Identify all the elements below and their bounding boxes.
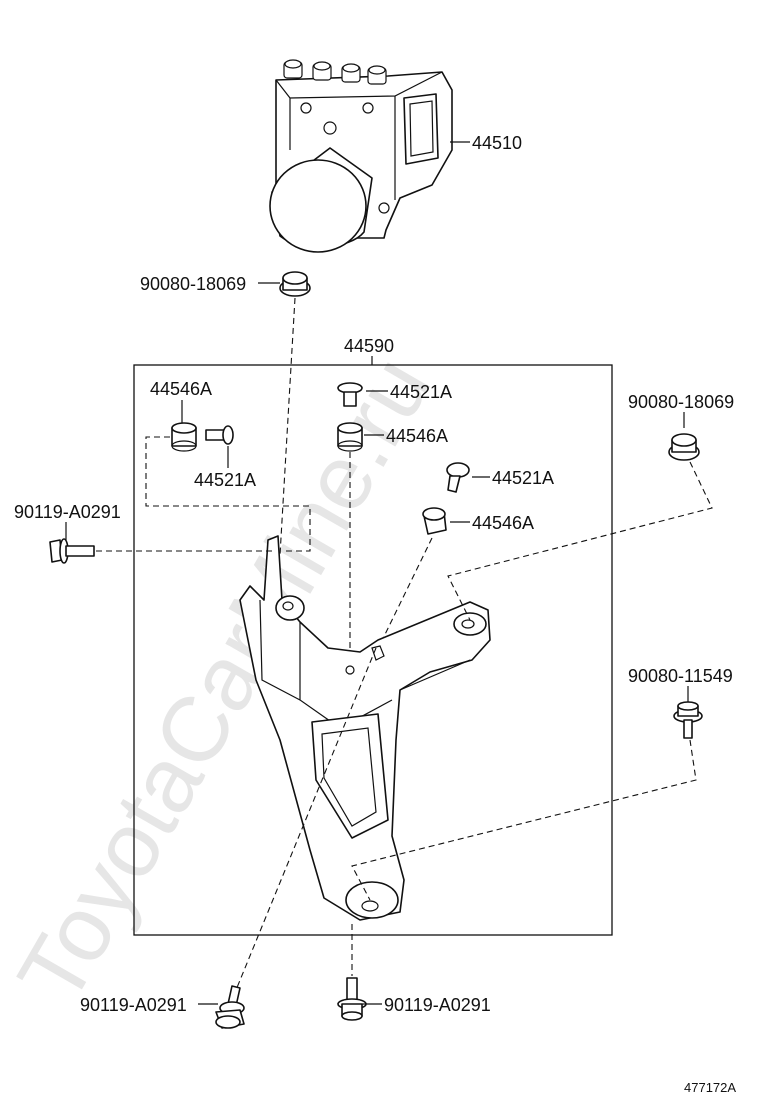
diagram-reference-number: 477172A xyxy=(684,1080,736,1095)
part-label-collar-c: 44521A xyxy=(492,468,554,488)
part-label-collar-b: 44521A xyxy=(390,382,452,402)
flange-nut-icon[interactable] xyxy=(668,433,700,461)
bracket-icon[interactable] xyxy=(239,535,491,921)
rubber-cushion-icon[interactable] xyxy=(171,422,197,452)
part-label-cushion-a: 44546A xyxy=(150,379,212,399)
flange-bolt-icon[interactable] xyxy=(673,701,703,739)
flange-bolt-icon[interactable] xyxy=(215,985,245,1029)
flange-bolt-icon[interactable] xyxy=(337,977,367,1021)
part-label-bolt-left: 90119-A0291 xyxy=(14,502,121,522)
collar-icon[interactable] xyxy=(446,462,470,493)
part-label-bolt-bottom-left: 90119-A0291 xyxy=(80,995,187,1015)
part-label-nut-top: 90080-18069 xyxy=(140,274,246,294)
bracket-group-box xyxy=(133,364,613,936)
part-label-44590: 44590 xyxy=(344,336,394,356)
flange-nut-icon[interactable] xyxy=(279,271,311,297)
collar-icon[interactable] xyxy=(205,425,234,445)
part-label-44510: 44510 xyxy=(472,133,522,153)
rubber-cushion-icon[interactable] xyxy=(422,507,447,535)
part-label-cushion-c: 44546A xyxy=(472,513,534,533)
part-label-collar-a: 44521A xyxy=(194,470,256,490)
abs-actuator-icon[interactable] xyxy=(269,59,453,253)
flange-bolt-icon[interactable] xyxy=(49,538,95,564)
part-label-bolt-bottom: 90119-A0291 xyxy=(384,995,491,1015)
part-label-cushion-b: 44546A xyxy=(386,426,448,446)
rubber-cushion-icon[interactable] xyxy=(337,422,363,452)
part-label-bolt-right: 90080-11549 xyxy=(628,666,733,686)
part-label-nut-right: 90080-18069 xyxy=(628,392,734,412)
collar-icon[interactable] xyxy=(337,382,363,407)
